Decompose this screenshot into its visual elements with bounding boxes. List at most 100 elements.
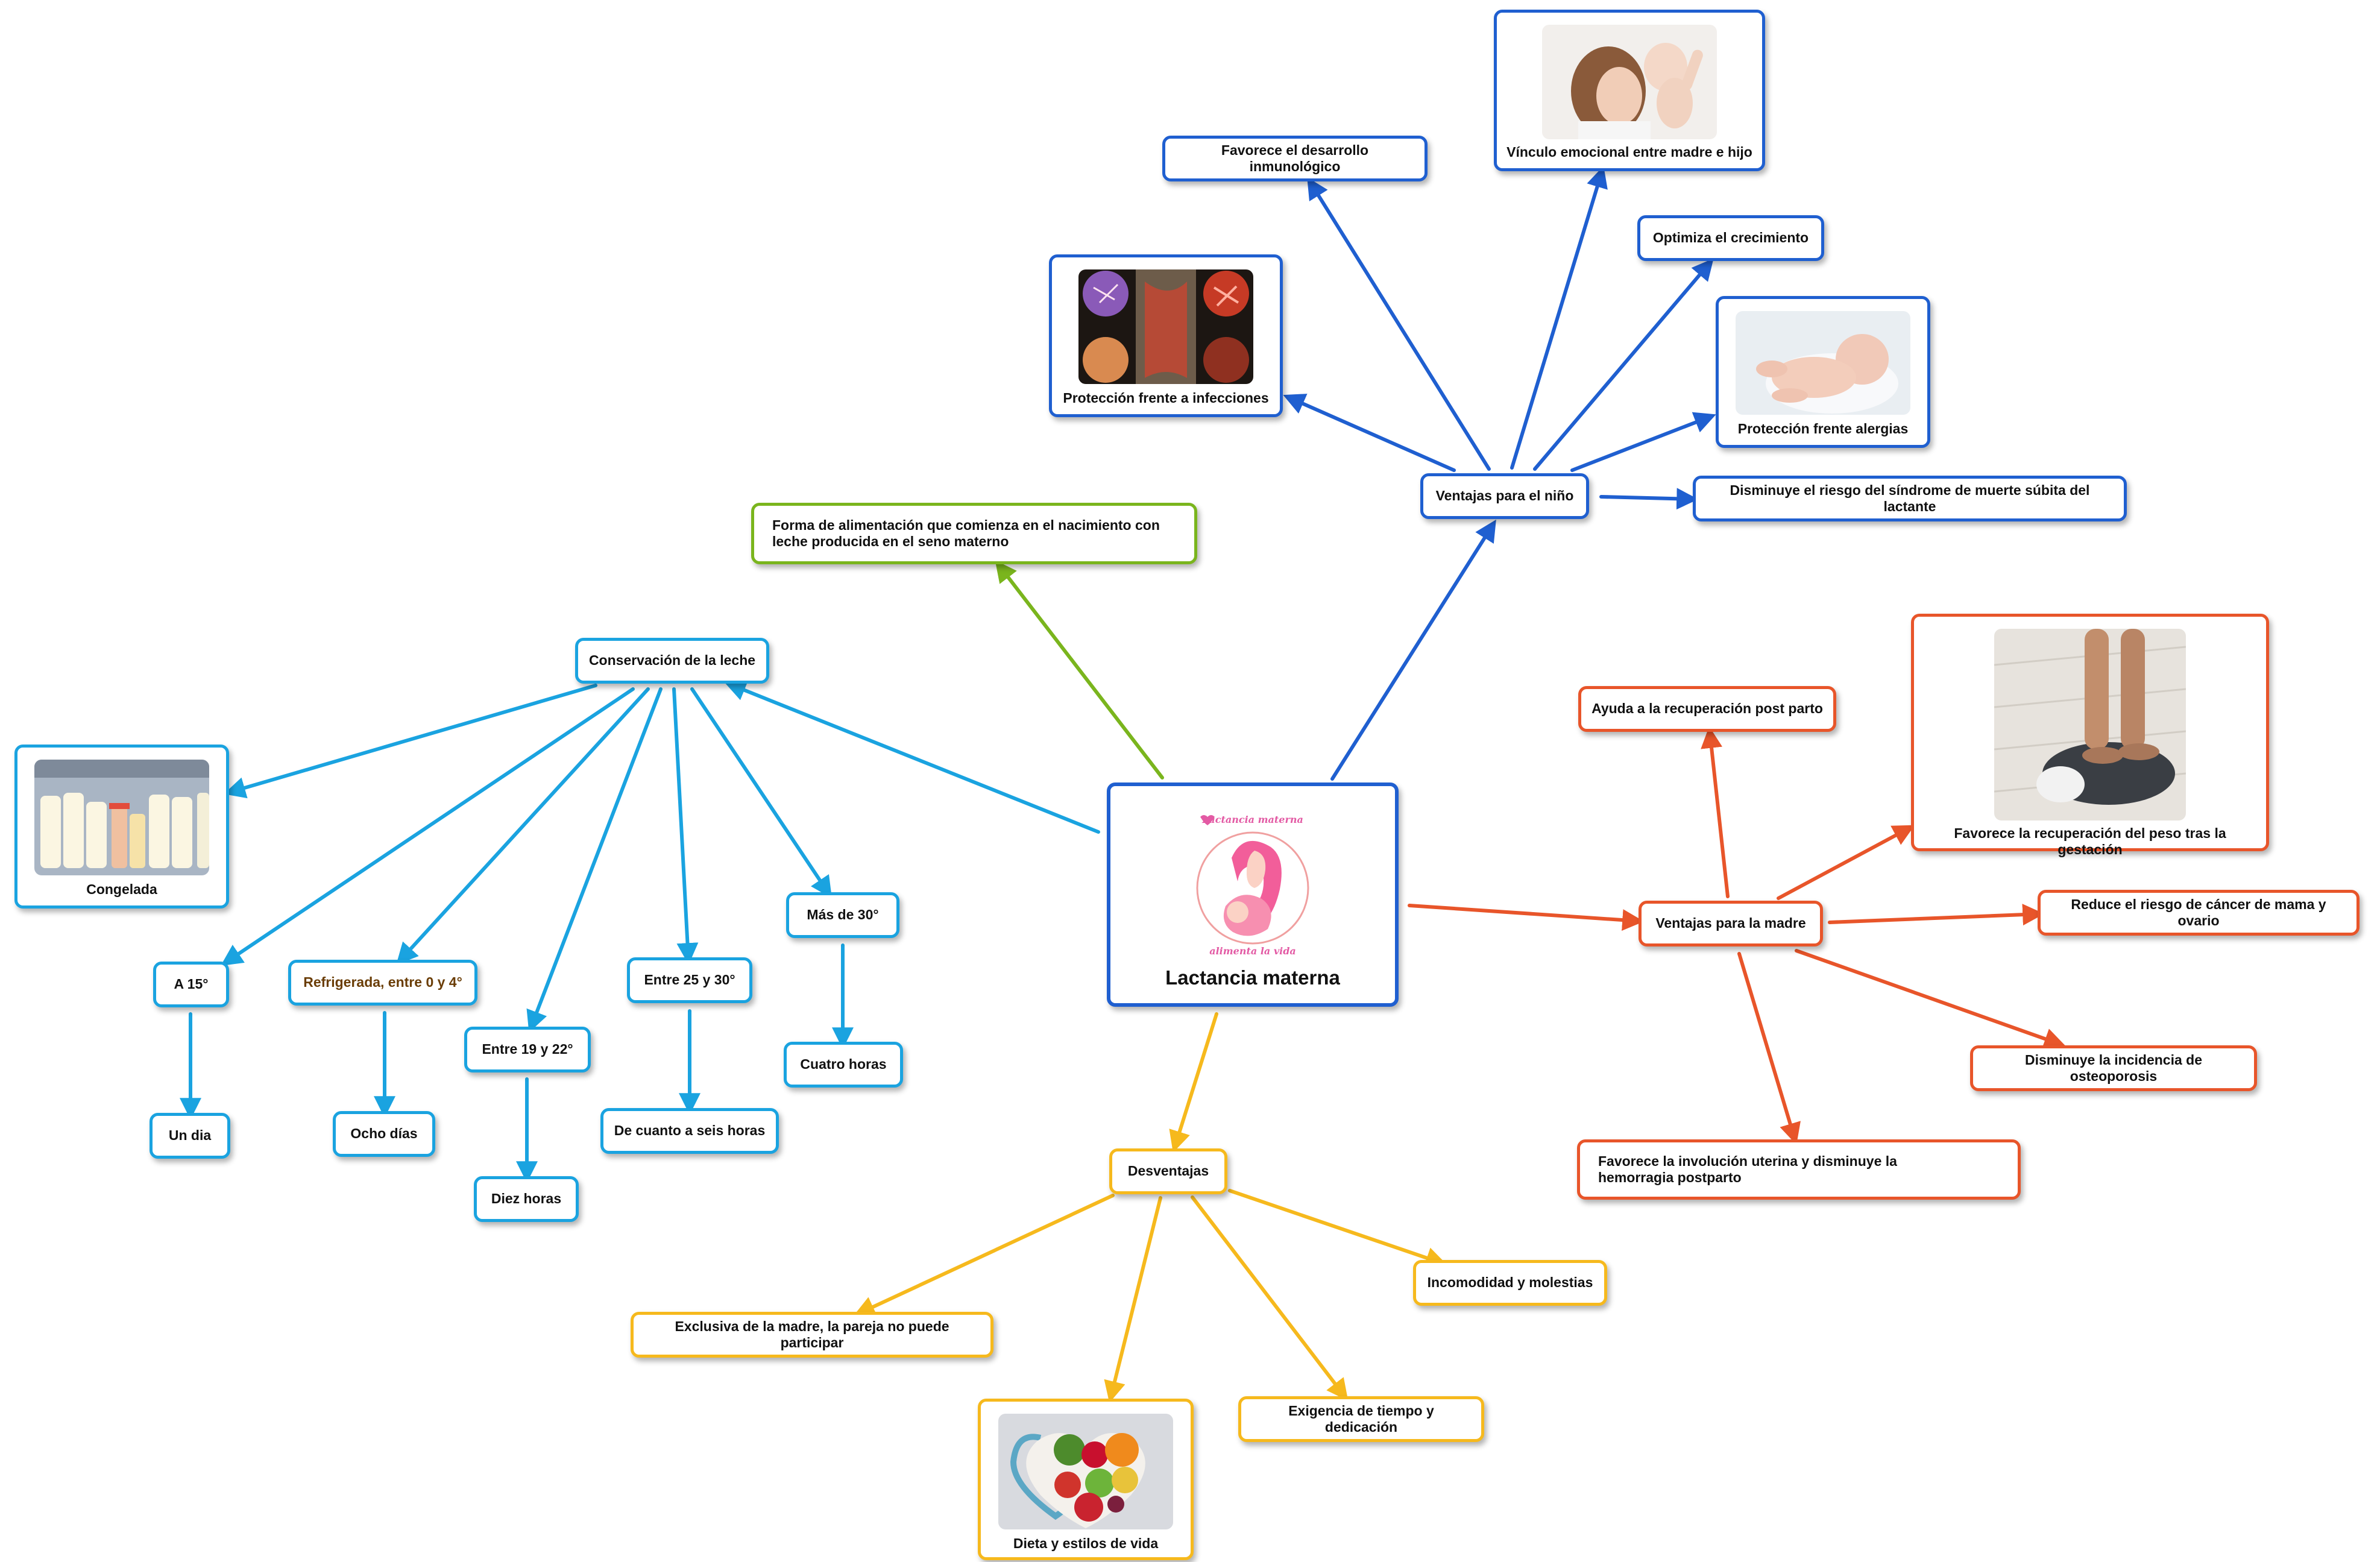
conservation-congelada[interactable]: Congelada (14, 745, 229, 909)
conservation-a15[interactable]: A 15° (153, 962, 229, 1007)
edge-child-crecimiento (1533, 258, 1714, 471)
conservation-19-22[interactable]: Entre 19 y 22° (464, 1027, 591, 1072)
condition-label: A 15° (174, 976, 209, 992)
conservation-a15-time[interactable]: Un dia (150, 1113, 230, 1159)
edge-mother-involucion (1737, 952, 1801, 1145)
child-benefit-infecciones[interactable]: Protección frente a infecciones (1049, 254, 1283, 417)
child-benefit-muerte-subita[interactable]: Disminuye el riesgo del síndrome de muer… (1693, 476, 2127, 521)
child-benefit-label: Protección frente alergias (1737, 421, 1909, 436)
disadvantage-exigencia[interactable]: Exigencia de tiempo y dedicación (1238, 1396, 1484, 1442)
child-benefit-label: Vínculo emocional entre madre e hijo (1506, 144, 1752, 160)
child-benefit-vinculo[interactable]: Vínculo emocional entre madre e hijo (1494, 10, 1765, 171)
newborn-photo-icon (1736, 311, 1910, 415)
edge-conservation-mas30 (690, 687, 833, 898)
mother-benefit-label: Disminuye la incidencia de osteoporosis (2025, 1051, 2202, 1084)
time-label: Un dia (168, 1127, 212, 1144)
time-label: Cuatro horas (800, 1056, 887, 1072)
condition-label: Entre 25 y 30° (644, 972, 735, 988)
conservation-refrigerada-time[interactable]: Ocho días (333, 1111, 435, 1157)
disadvantage-label: Dieta y estilos de vida (1013, 1535, 1159, 1551)
child-benefit-inmunologico[interactable]: Favorece el desarrollo inmunológico (1162, 136, 1428, 181)
child-benefit-alergias[interactable]: Protección frente alergias (1716, 296, 1930, 448)
mother-benefit-osteoporosis[interactable]: Disminuye la incidencia de osteoporosis (1970, 1045, 2257, 1091)
condition-label: Refrigerada, entre 0 y 4° (303, 974, 462, 990)
time-label: De cuanto a seis horas (614, 1123, 766, 1139)
edge-mother-peso (1777, 825, 1915, 900)
disadvantage-label: Incomodidad y molestias (1427, 1274, 1593, 1291)
child-benefit-crecimiento[interactable]: Optimiza el crecimiento (1637, 215, 1824, 261)
mother-benefit-label: Favorece la recuperación del peso tras l… (1954, 825, 2226, 858)
condition-label: Entre 19 y 22° (482, 1041, 573, 1057)
mother-benefit-involucion[interactable]: Favorece la involución uterina y disminu… (1577, 1139, 2021, 1200)
edge-dis-exclusiva (853, 1194, 1115, 1317)
conservation-refrigerada[interactable]: Refrigerada, entre 0 y 4° (288, 960, 477, 1006)
frozen-milk-bottles-photo-icon (34, 760, 209, 875)
conservation-title: Conservación de la leche (588, 652, 756, 669)
child-benefit-label: Protección frente a infecciones (1063, 390, 1269, 406)
child-benefits-node[interactable]: Ventajas para el niño (1420, 473, 1589, 519)
edge-center-mother (1408, 904, 1645, 931)
mother-benefits-node[interactable]: Ventajas para la madre (1639, 901, 1823, 946)
mother-benefit-label: Favorece la involución uterina y disminu… (1598, 1153, 1897, 1185)
edge-conservation-19-22 (526, 687, 663, 1033)
edge-mother-cancer (1828, 904, 2045, 926)
central-topic[interactable]: Lactancia materna alimenta la vida Lacta… (1107, 783, 1399, 1007)
edge-conservation-25-30 (672, 687, 699, 965)
edge-conservation-refrigerada (396, 687, 650, 965)
child-benefits-title: Ventajas para el niño (1435, 488, 1574, 504)
conservation-19-22-time[interactable]: Diez horas (474, 1176, 579, 1222)
bathroom-scale-photo-icon (1994, 629, 2186, 820)
edge-conservation-a15 (221, 687, 635, 966)
child-benefit-label: Optimiza el crecimiento (1652, 230, 1809, 246)
disadvantage-label: Exclusiva de la madre, la pareja no pued… (675, 1318, 949, 1350)
edge-center-child (1330, 519, 1496, 781)
breastfeeding-mother-logo-icon: Lactancia materna alimenta la vida (1189, 810, 1316, 960)
disadvantage-incomodidad[interactable]: Incomodidad y molestias (1413, 1260, 1607, 1306)
edge-center-definition (995, 560, 1164, 779)
conservation-25-30[interactable]: Entre 25 y 30° (627, 957, 752, 1003)
mother-benefit-cancer[interactable]: Reduce el riesgo de cáncer de mama y ova… (2038, 890, 2360, 936)
mother-benefits-title: Ventajas para la madre (1655, 915, 1806, 931)
condition-label: Congelada (86, 881, 157, 897)
time-label: Diez horas (491, 1191, 562, 1207)
mother-benefit-peso[interactable]: Favorece la recuperación del peso tras l… (1911, 614, 2269, 857)
definition-text: Forma de alimentación que comienza en el… (772, 517, 1160, 549)
disadvantage-label: Exigencia de tiempo y dedicación (1288, 1402, 1434, 1435)
edge-child-inmuno (1307, 177, 1491, 471)
edge-dis-dieta (1104, 1196, 1162, 1403)
edge-mother-osteoporosis (1795, 949, 2066, 1050)
edge-child-alergias (1570, 412, 1716, 472)
edge-dis-incomodidad (1228, 1189, 1447, 1268)
svg-text:Lactancia materna: Lactancia materna (1201, 814, 1303, 825)
time-label: Ocho días (350, 1126, 418, 1142)
mother-benefit-recuperacion[interactable]: Ayuda a la recuperación post parto (1578, 686, 1836, 732)
edge-mother-recuperacion (1701, 726, 1730, 898)
child-benefit-label: Disminuye el riesgo del síndrome de muer… (1730, 482, 2090, 514)
edge-conservation-congelada (224, 684, 597, 799)
mother-benefit-label: Reduce el riesgo de cáncer de mama y ova… (2071, 896, 2326, 928)
disadvantage-exclusiva[interactable]: Exclusiva de la madre, la pareja no pued… (631, 1312, 993, 1358)
edge-child-infecciones (1283, 394, 1456, 472)
disadvantage-dieta[interactable]: Dieta y estilos de vida (978, 1399, 1194, 1560)
conservation-node[interactable]: Conservación de la leche (575, 638, 769, 684)
edge-child-vinculo (1510, 166, 1608, 470)
definition-node[interactable]: Forma de alimentación que comienza en el… (751, 503, 1197, 564)
edge-center-conservation (724, 680, 1100, 834)
edge-center-disadvantages (1169, 1012, 1218, 1153)
mother-benefit-label: Ayuda a la recuperación post parto (1591, 701, 1823, 717)
heart-fruits-photo-icon (998, 1414, 1173, 1529)
bacteria-photo-icon (1078, 269, 1253, 384)
edge-dis-exigencia (1191, 1195, 1349, 1401)
conservation-25-30-time[interactable]: De cuanto a seis horas (600, 1108, 779, 1154)
child-benefit-label: Favorece el desarrollo inmunológico (1221, 142, 1369, 174)
disadvantages-title: Desventajas (1127, 1163, 1209, 1179)
edge-child-muerte-subita (1599, 488, 1699, 510)
condition-label: Más de 30° (807, 907, 879, 923)
conservation-mas30[interactable]: Más de 30° (786, 892, 899, 938)
central-topic-title: Lactancia materna (1165, 966, 1340, 989)
disadvantages-node[interactable]: Desventajas (1109, 1148, 1227, 1194)
conservation-mas30-time[interactable]: Cuatro horas (784, 1042, 903, 1088)
svg-text:alimenta la vida: alimenta la vida (1209, 945, 1296, 957)
mother-baby-photo-icon (1542, 25, 1717, 139)
